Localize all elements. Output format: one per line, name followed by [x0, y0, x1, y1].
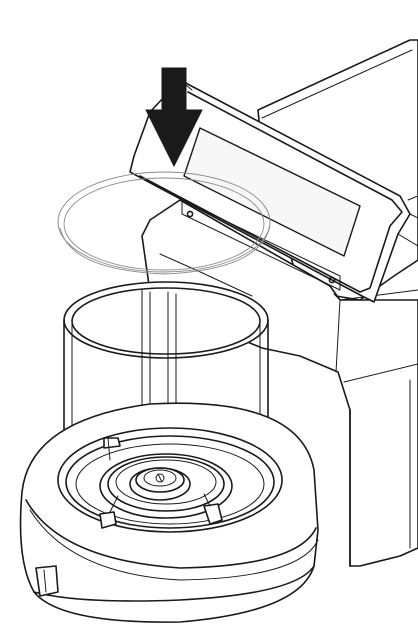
display-screen: [183, 127, 361, 257]
screw-left: [186, 210, 194, 218]
weighing-pan-placed: [57, 171, 271, 275]
front-latch: [35, 565, 59, 597]
weighing-platform: [57, 427, 283, 533]
terminal-display: [129, 79, 418, 303]
screw-right: [328, 276, 336, 284]
pan-support-clips: [99, 437, 223, 529]
down-arrow-icon: [145, 67, 203, 168]
